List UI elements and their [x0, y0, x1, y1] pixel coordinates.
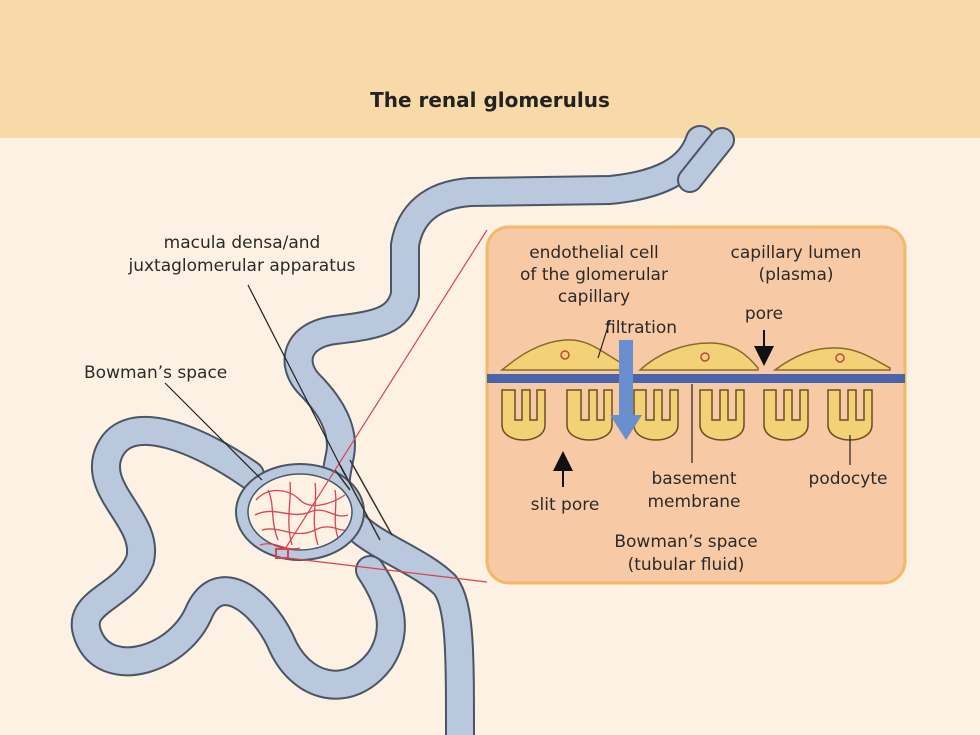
filtration-label: filtration: [605, 318, 677, 338]
macula-pointer: [247, 284, 346, 476]
endothelial-label-line3: capillary: [558, 287, 630, 307]
basement-membrane-label-line2: membrane: [647, 492, 740, 512]
slit-pore-label: slit pore: [531, 495, 600, 515]
nephron-tubule: [70, 125, 735, 735]
podocyte-label: podocyte: [809, 469, 888, 489]
bowmans-capsule: [235, 463, 365, 561]
podocytes: [501, 389, 873, 441]
endothelial-cells: [499, 339, 891, 371]
inset-panel: [485, 225, 907, 585]
basement-membrane-label-line1: basement: [652, 469, 737, 489]
endothelial-label-line2: of the glomerular: [520, 265, 668, 285]
bowman-pointer: [164, 382, 263, 481]
arterioles: [334, 459, 393, 541]
zoom-line-bottom: [287, 557, 488, 583]
endothelial-label-line1: endothelial cell: [529, 243, 659, 263]
filtration-arrow: [610, 340, 642, 440]
header-band: [0, 0, 980, 138]
bowman-inset-label-line2: (tubular fluid): [628, 555, 745, 575]
macula-label-line1: macula densa/and: [164, 233, 321, 253]
basement-membrane-band: [487, 374, 905, 383]
glomerular-capillaries: [254, 481, 349, 550]
zoom-marker: [275, 548, 289, 559]
macula-label-line2: juxtaglomerular apparatus: [128, 256, 356, 276]
page-title: The renal glomerulus: [370, 88, 610, 112]
capillary-lumen-label-line2: (plasma): [758, 265, 833, 285]
bowman-inset-label-line1: Bowman’s space: [614, 532, 757, 552]
capillary-lumen-label-line1: capillary lumen: [731, 243, 862, 263]
zoom-line-top: [284, 229, 488, 550]
pore-label: pore: [745, 304, 783, 324]
endothelial-pointer: [597, 319, 611, 359]
bowman-space-label: Bowman’s space: [84, 363, 227, 383]
